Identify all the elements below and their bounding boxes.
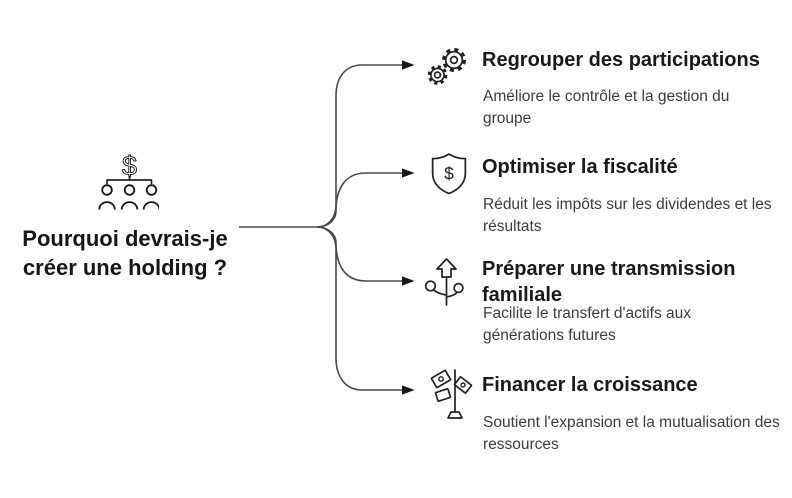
svg-text:$: $	[122, 151, 137, 181]
growth-branch-icon	[424, 258, 464, 306]
branch-title-transmission: Préparer une transmission familiale	[482, 258, 736, 306]
arrowhead-3	[402, 276, 415, 286]
branch-description-fiscalite: Réduit les impôts sur les dividendes et …	[483, 196, 772, 235]
branch-description-transmission: Facilite le transfert d'actifs aux génér…	[483, 305, 691, 344]
branch-line-4	[316, 226, 402, 391]
holding-structure-icon: $	[98, 151, 159, 210]
branch-description-croissance: Soutient l'expansion et la mutualisation…	[483, 414, 780, 453]
svg-text:$: $	[444, 164, 454, 184]
branch-line-1	[316, 64, 402, 228]
gears-icon	[427, 48, 466, 85]
money-tree-icon	[430, 369, 473, 419]
branch-description-regrouper: Améliore le contrôle et la gestion du gr…	[483, 88, 730, 127]
branch-title-regrouper: Regrouper des participations	[482, 49, 760, 71]
root-question-title: Pourquoi devrais-je créer une holding ?	[22, 226, 228, 280]
arrowhead-1	[402, 60, 415, 70]
branch-title-fiscalite: Optimiser la fiscalité	[482, 156, 678, 178]
branch-title-croissance: Financer la croissance	[482, 374, 698, 396]
branch-line-2	[316, 172, 402, 228]
branch-line-3	[316, 226, 402, 282]
arrowhead-4	[402, 385, 415, 395]
arrowhead-2	[402, 168, 415, 178]
shield-dollar-icon: $	[431, 153, 467, 195]
